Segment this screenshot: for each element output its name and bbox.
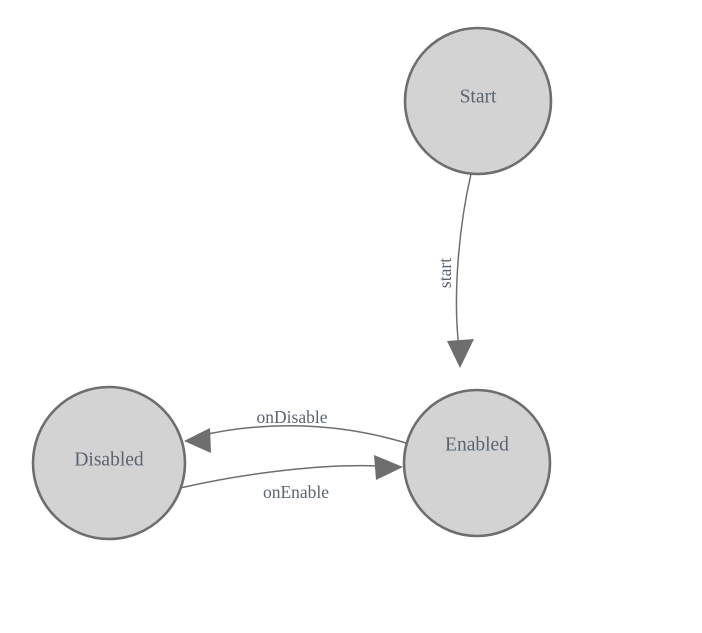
node-start-label: Start	[460, 86, 497, 107]
node-disabled-label: Disabled	[74, 449, 144, 470]
node-enabled[interactable]: Enabled	[402, 388, 552, 538]
edge-disabled-to-enabled-arrowhead	[374, 455, 403, 480]
edge-enabled-to-disabled[interactable]	[184, 425, 407, 453]
edge-enabled-to-disabled-arrowhead	[184, 428, 211, 453]
edge-disabled-to-enabled-path	[179, 464, 379, 489]
edge-label-start: start	[435, 258, 455, 288]
node-start-circle	[403, 26, 553, 176]
edge-disabled-to-enabled[interactable]	[179, 455, 403, 489]
edge-start-to-enabled-arrowhead	[447, 339, 474, 368]
edge-start-to-enabled-path	[455, 173, 472, 349]
node-enabled-circle	[402, 388, 552, 538]
node-disabled-circle	[31, 385, 187, 541]
edge-enabled-to-disabled-path	[198, 425, 407, 444]
node-start[interactable]: Start	[403, 26, 553, 176]
edge-start-to-enabled[interactable]	[447, 173, 474, 368]
node-disabled[interactable]: Disabled	[31, 385, 187, 541]
edge-label-ondisable: onDisable	[257, 407, 328, 427]
node-enabled-label: Enabled	[445, 434, 509, 455]
edge-label-onenable: onEnable	[263, 482, 329, 502]
